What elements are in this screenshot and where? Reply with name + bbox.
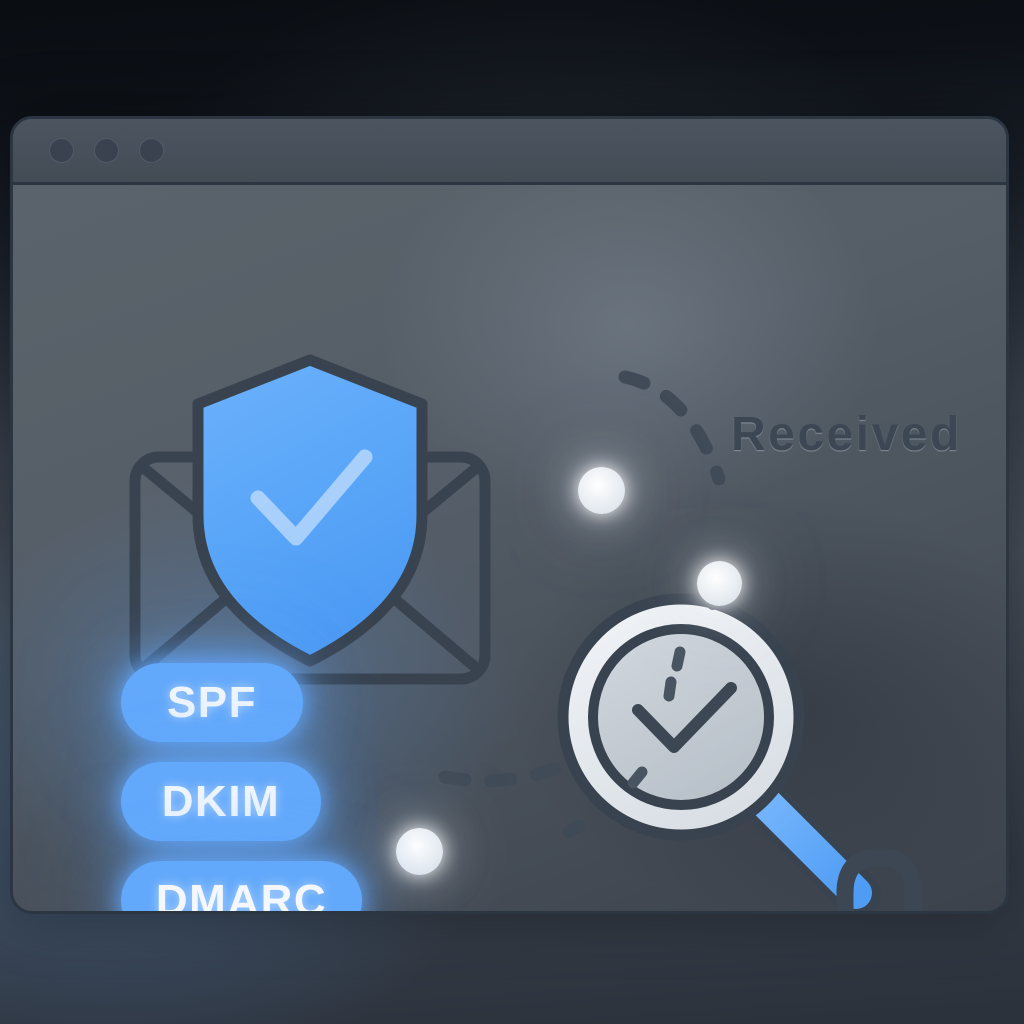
badge-spf-label: SPF xyxy=(166,677,258,727)
window-titlebar xyxy=(13,119,1006,185)
shield-check-mark xyxy=(250,449,373,546)
badge-dmarc-label: DMARC xyxy=(155,875,328,914)
minimize-dot-icon[interactable] xyxy=(94,138,119,163)
magnifying-glass-check-icon xyxy=(557,589,881,911)
illustration-artwork xyxy=(129,354,922,911)
connector-path-top xyxy=(618,370,726,486)
flow-node-1 xyxy=(578,467,625,514)
badge-dkim[interactable]: DKIM xyxy=(121,762,321,841)
flow-node-3 xyxy=(396,828,443,875)
maximize-dot-icon[interactable] xyxy=(139,138,164,163)
magnifier-check-mark xyxy=(632,682,737,753)
magnifier-lens xyxy=(588,624,774,810)
padlock-icon xyxy=(836,848,922,911)
shield-check-icon xyxy=(192,354,428,667)
flow-node-2 xyxy=(697,561,742,606)
padlock-shackle xyxy=(836,848,922,911)
window-content-canvas: Received SPF DKIM DMARC xyxy=(13,185,1006,911)
magnifier-tick-marks xyxy=(627,646,686,789)
auth-badge-list: SPF DKIM DMARC xyxy=(121,663,362,914)
close-dot-icon[interactable] xyxy=(49,138,74,163)
app-window: Received SPF DKIM DMARC xyxy=(10,116,1009,914)
received-label: Received xyxy=(731,408,962,461)
traffic-light-group xyxy=(49,138,164,163)
badge-dkim-label: DKIM xyxy=(161,776,281,826)
badge-spf[interactable]: SPF xyxy=(121,663,303,742)
shield-body xyxy=(192,354,428,667)
badge-dmarc[interactable]: DMARC xyxy=(121,861,362,914)
